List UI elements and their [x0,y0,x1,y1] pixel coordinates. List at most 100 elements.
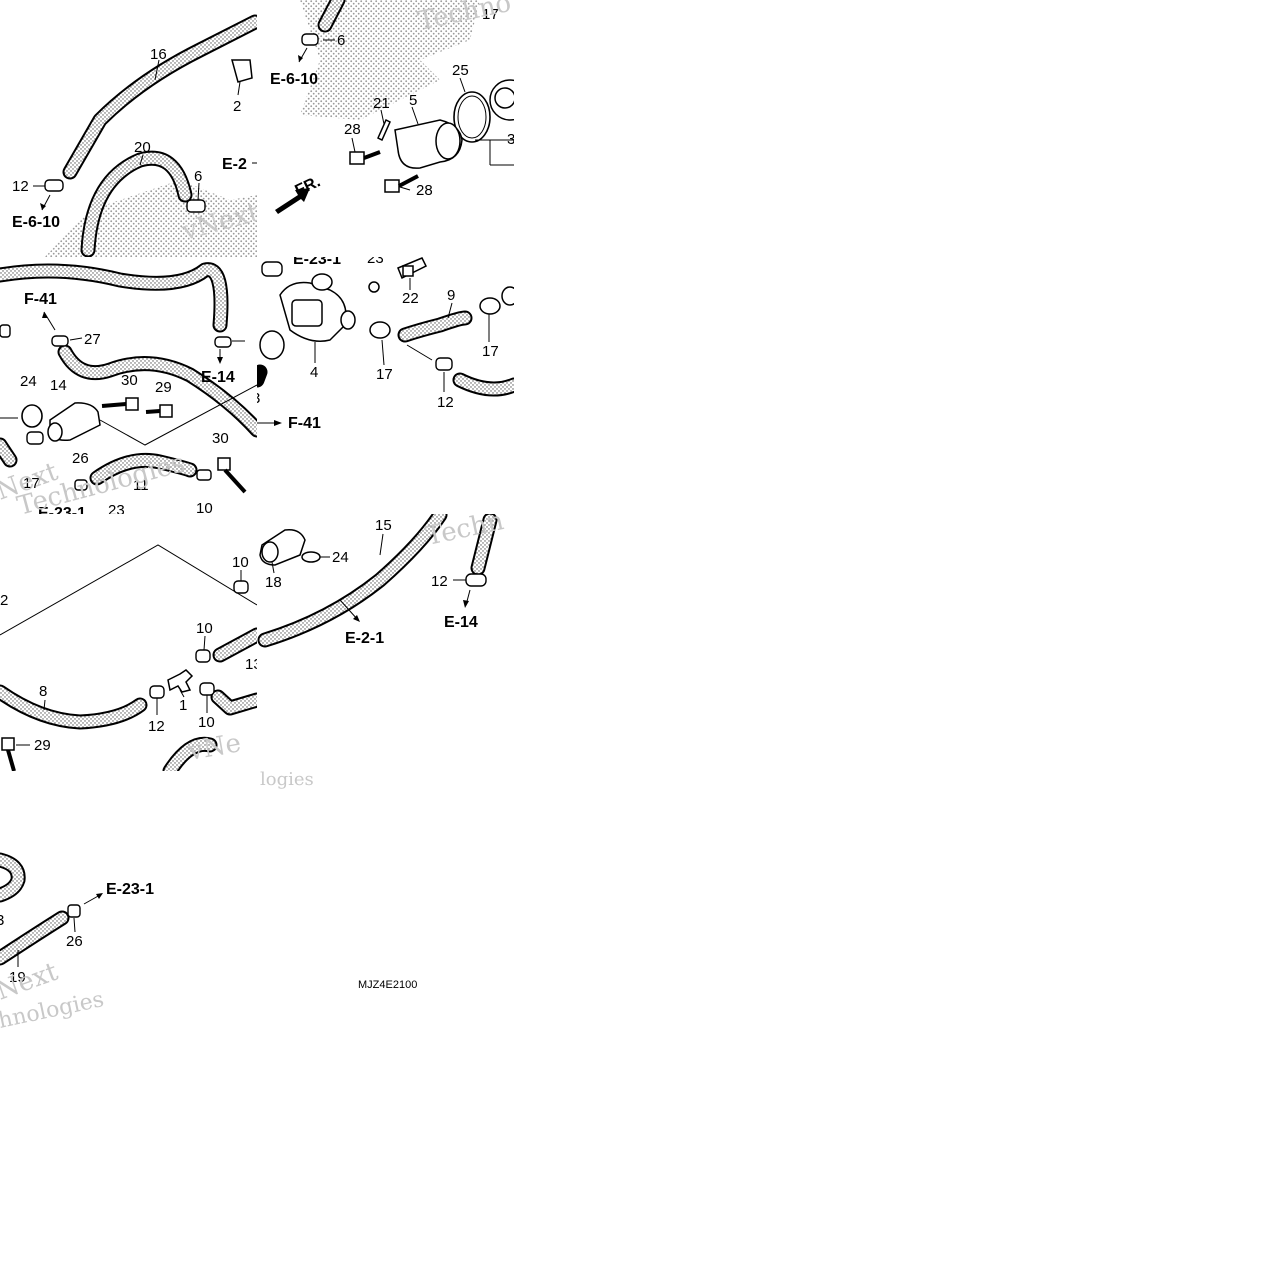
hose-edge [257,364,268,388]
label: 10 [198,714,215,731]
label: 20 [134,139,151,156]
clip-2 [231,59,253,83]
tile-6: 15 24 18 12 E-14 E-2-1 Techn [257,506,507,648]
label: 9 [447,287,455,304]
tile-1: 16 2 20 6 12 E-6-10 E-2 vNext Tec [12,14,257,257]
hose-lower-right-fill [454,374,514,395]
front-label: FR. [293,173,324,199]
hose-16 [62,14,257,180]
label: 27 [84,331,101,348]
leader-27 [69,337,83,341]
label: 12 [431,573,448,590]
hose-13-fill [214,629,257,661]
ref-label: E-14 [201,369,235,386]
bolt-29-head [1,737,15,751]
label: 19 [9,969,26,986]
thermostat-3-center [494,87,514,109]
ref-label: E-23-1 [106,881,154,898]
hose-right-fill [472,514,496,574]
clamp-right [501,286,514,306]
label: 3 [507,131,515,148]
arrowhead [96,893,103,899]
label: 26 [66,933,83,950]
clip-26 [74,479,88,491]
clamp-top [261,261,283,277]
clamp-17 [26,431,44,445]
watermark: Technologies [14,448,188,522]
arrow-e21 [339,599,359,621]
clamp-10 [196,469,212,481]
clamp-12 [149,685,165,699]
clamp-12 [435,357,453,371]
arrowhead [298,55,303,62]
front-arrow [275,188,310,214]
joint-14-outlet [47,422,63,442]
o-ring-24 [21,404,43,428]
leader-26 [73,917,76,933]
label: 10 [196,500,213,517]
label: 8 [39,683,47,700]
pump-impeller [259,330,285,360]
label: 17 [23,475,40,492]
hose-loop-fill [0,854,24,901]
clamp-10 [233,580,249,594]
bolt-28b-shaft [398,174,419,188]
bolt-30-head [125,397,139,411]
leader-28b [399,186,411,191]
bolt-28-head [349,151,365,165]
label: 4 [310,364,318,381]
joint-1 [167,669,194,693]
watermark: Techn [423,506,507,552]
label: 21 [373,95,390,112]
tile-2: 17 6 E-6-10 25 21 5 28 3 28 FR. Techno [270,0,515,214]
leader-1 [179,689,185,698]
ref-label: E-23-1 [293,251,341,268]
watermark: logies [260,769,314,790]
leader-25 [459,77,466,93]
tile-4: F-41 E-23-1 23 22 9 17 4 17 12 3 [257,251,514,432]
washer-23 [368,281,380,293]
hose-upper-fill [0,264,227,331]
clamp-10c [199,682,215,696]
leader-21 [380,109,385,125]
label: 17 [376,366,393,383]
label: 3 [0,912,4,929]
tile-7: E-23-1 26 19 3 Next hnologies [0,852,154,1028]
bolt-29-shaft [6,749,16,771]
bolt-28-shaft [363,150,381,160]
clamp-12 [44,179,64,192]
tile-5: 10 2 10 13 8 12 1 10 29 vNe [0,544,257,771]
clamp-6 [186,199,206,213]
label: 23 [108,502,125,519]
o-ring-25 [453,91,491,143]
leader-2 [237,81,241,96]
label: 26 [72,450,89,467]
ref-label: E-2-1 [345,630,384,647]
label: 17 [482,343,499,360]
leader-10b [203,635,206,651]
o-ring-25-inner [457,95,487,139]
hose-lower-fill [212,691,257,714]
leader-15 [379,533,384,556]
label: 10 [196,620,213,637]
clamp-e14 [214,336,232,348]
bracket-lines [99,384,257,446]
leader-5 [411,106,419,125]
ref-label: E-14 [444,614,478,631]
clamp-12 [465,573,487,587]
leader-18 [271,561,275,574]
hose-top-fill [319,0,344,31]
watermark: vNe [185,728,243,767]
label: 29 [34,737,51,754]
label: 24 [20,373,37,390]
label: 22 [402,290,419,307]
label: 17 [482,6,499,23]
label: 30 [121,372,138,389]
label: 12 [437,394,454,411]
clip-21 [377,118,391,142]
label: 6 [337,32,345,49]
hose-8-fill [0,686,146,728]
leader-8 [43,699,46,711]
